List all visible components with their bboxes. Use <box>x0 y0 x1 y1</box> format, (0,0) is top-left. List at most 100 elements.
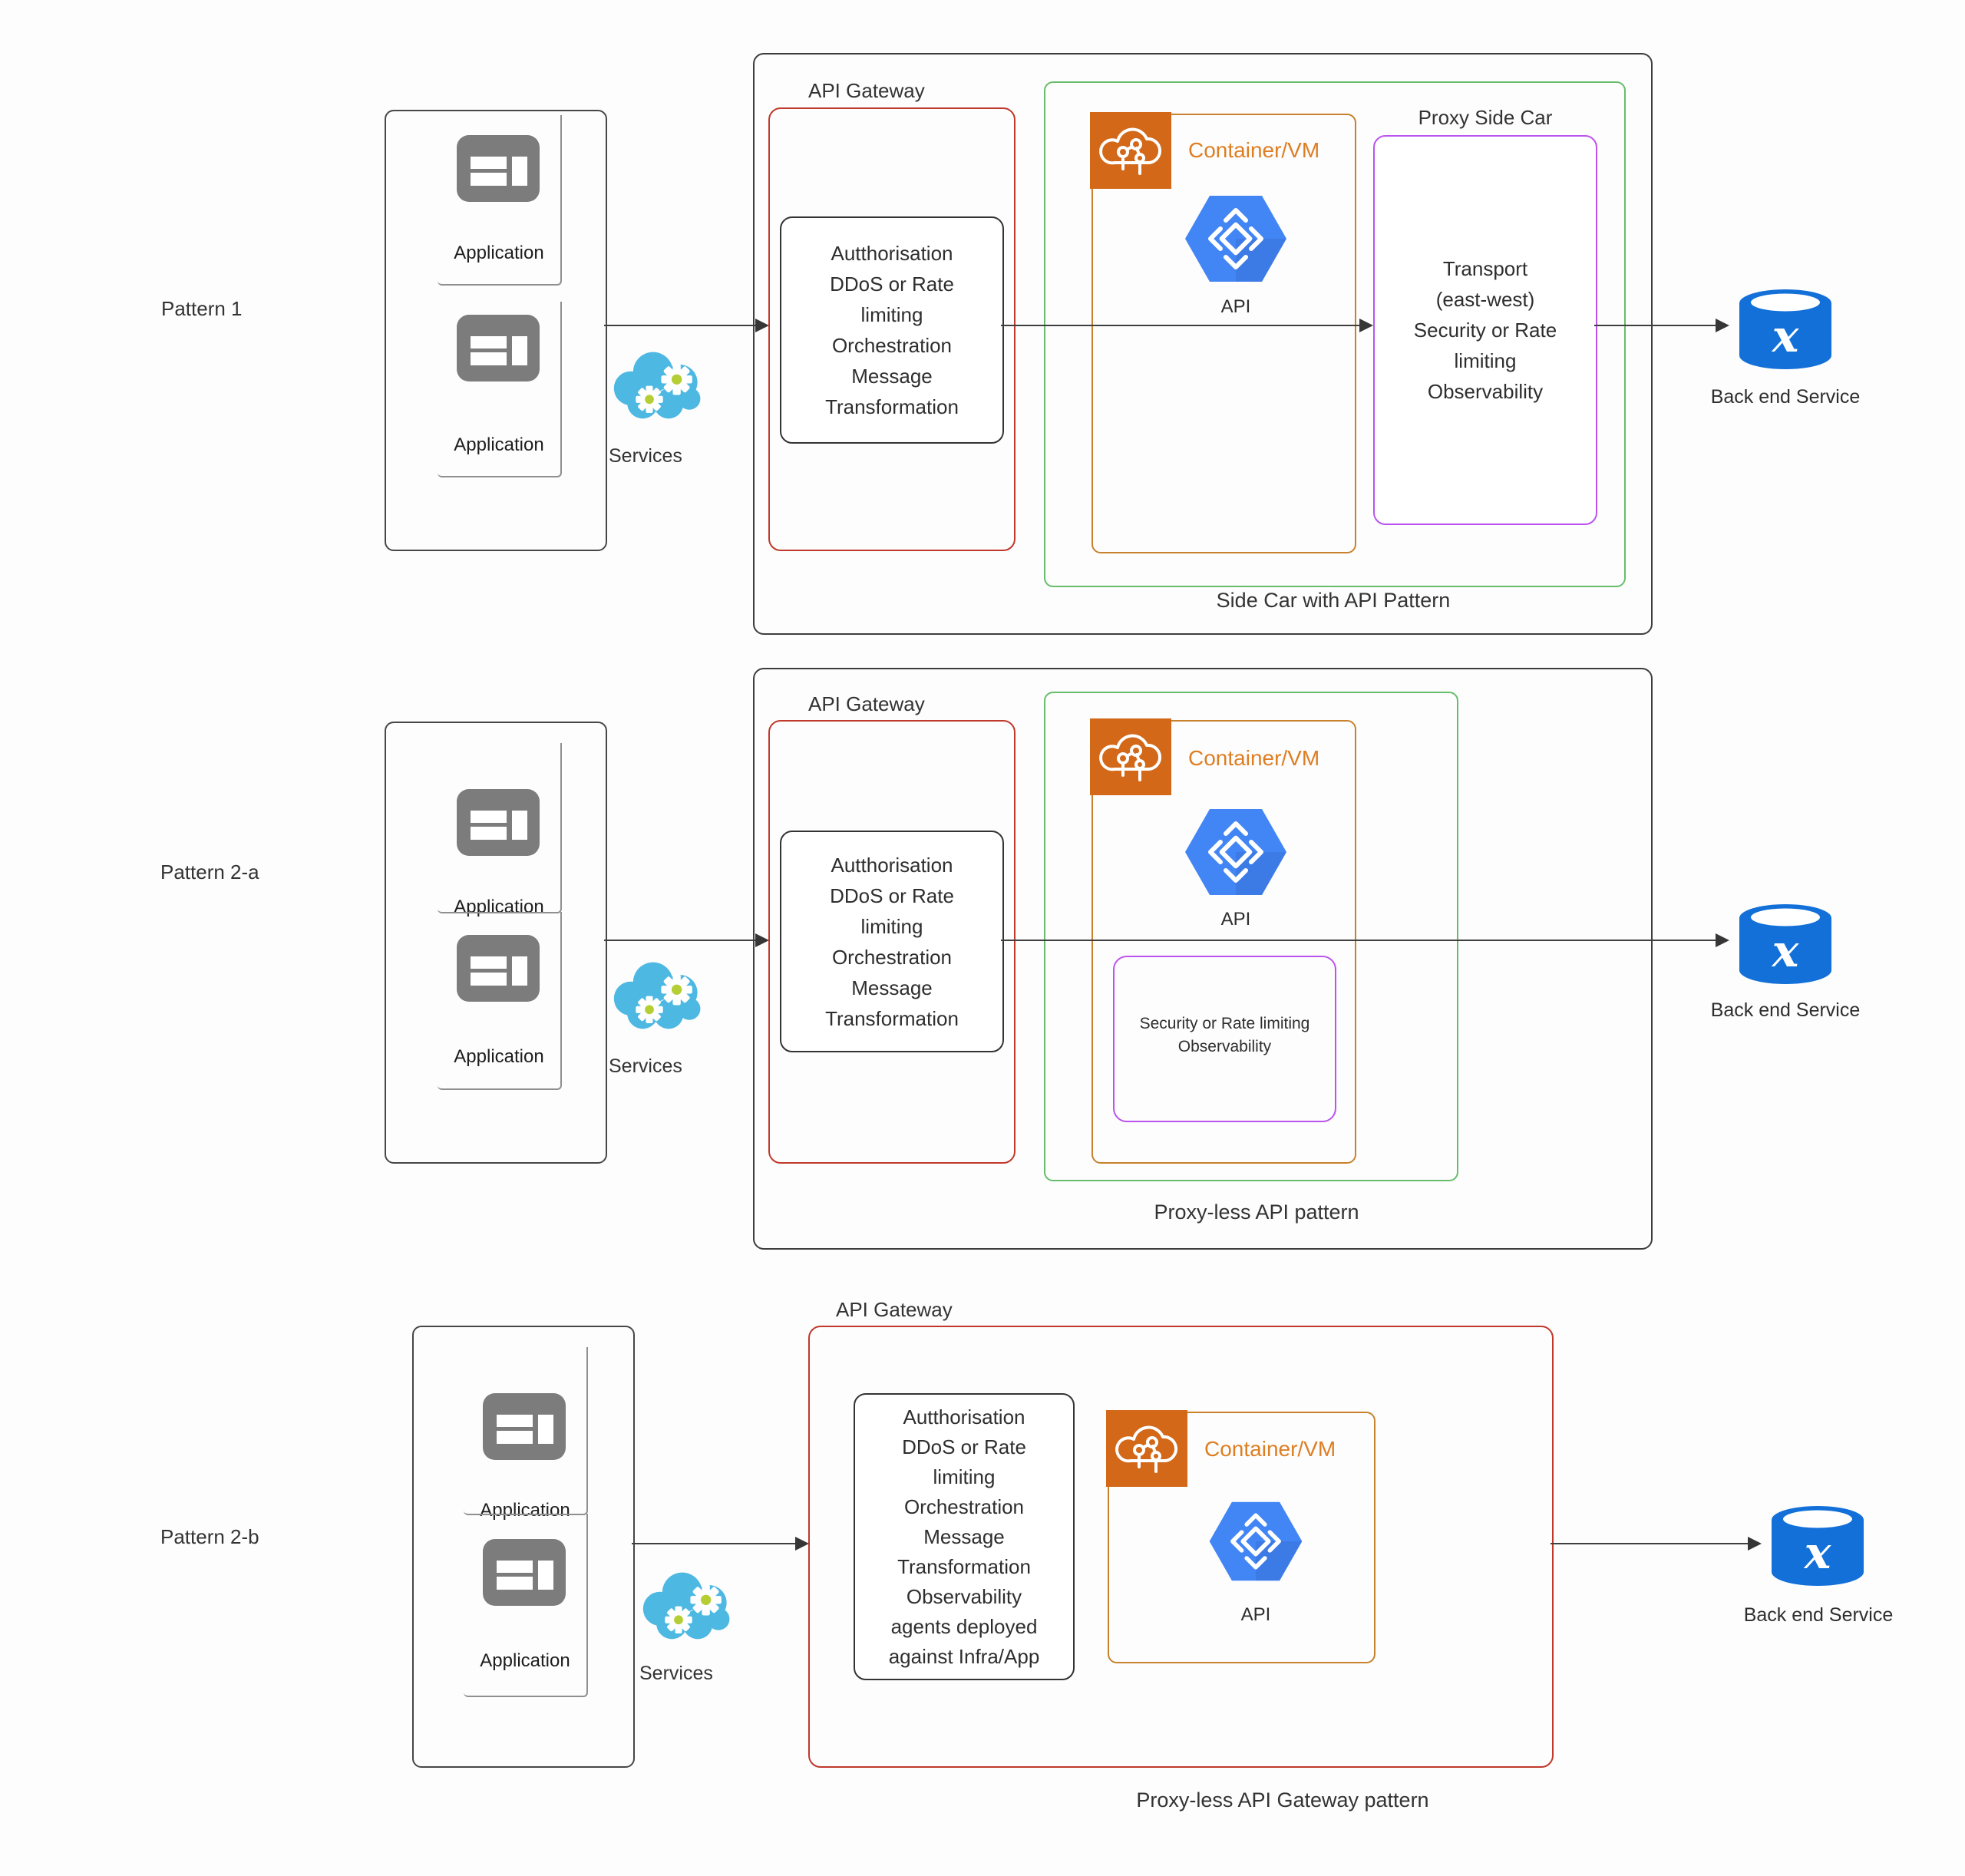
gateway-function-line: Autthorisation <box>831 853 953 877</box>
api-label: API <box>1240 1604 1271 1625</box>
application-card <box>438 912 562 1090</box>
application-label: Application <box>480 1500 570 1521</box>
gateway-function-line: Orchestration <box>903 1495 1025 1518</box>
arrow-line <box>1551 1543 1749 1544</box>
api-gateway-box <box>808 1326 1554 1768</box>
pattern-label: Pattern 2-b <box>160 1525 259 1548</box>
container-vm-label: Container/VM <box>1188 138 1320 162</box>
container-vm-box <box>1091 720 1356 1164</box>
application-group <box>385 722 607 1164</box>
gateway-function-line: Autthorisation <box>831 242 953 265</box>
gateway-function-line: DDoS or Rate <box>830 272 954 296</box>
arrow-head <box>1716 319 1729 332</box>
gateway-functions-box: Autthorisation DDoS or Rate limiting Orc… <box>780 831 1004 1052</box>
arrow-head <box>1716 933 1729 947</box>
gateway-function-line: Orchestration <box>831 945 953 969</box>
gateway-function-line: DDoS or Rate <box>902 1435 1026 1458</box>
arrow-line <box>1594 325 1717 326</box>
gateway-function-line: limiting <box>933 1465 996 1488</box>
application-card <box>438 302 562 477</box>
backend-service-label: Back end Service <box>1710 386 1861 408</box>
pattern2a-outer-box <box>753 668 1653 1250</box>
gateway-function-line: Transformation <box>825 1006 959 1030</box>
container-group-box <box>1044 692 1458 1181</box>
proxy-side-car-label: Proxy Side Car <box>1418 106 1553 129</box>
container-vm-box <box>1108 1412 1376 1663</box>
security-box-line: Observability <box>1177 1038 1272 1055</box>
application-label: Application <box>454 897 544 917</box>
gateway-function-line: Message <box>851 976 933 999</box>
api-hexagon-icon <box>1182 802 1290 902</box>
application-icon <box>483 1393 566 1460</box>
container-vm-icon <box>1090 112 1171 189</box>
api-gateway-label: API Gateway <box>808 692 925 715</box>
gateway-function-line: Message <box>923 1524 1005 1548</box>
backend-service-label: Back end Service <box>1743 1604 1894 1626</box>
pattern2a-caption: Proxy-less API pattern <box>1154 1201 1359 1224</box>
container-vm-box <box>1091 114 1356 553</box>
backend-database-icon <box>1729 283 1841 378</box>
arrow-head <box>795 1537 809 1551</box>
services-label: Services <box>609 445 682 467</box>
application-label: Application <box>454 243 544 263</box>
application-icon <box>483 1539 566 1606</box>
application-card <box>464 1347 588 1515</box>
arrow-head <box>755 319 769 332</box>
gateway-function-line: limiting <box>860 914 923 938</box>
container-vm-icon <box>1106 1410 1187 1487</box>
api-label: API <box>1220 909 1251 930</box>
arrow-line <box>1001 325 1361 326</box>
arrow-line <box>1001 940 1717 941</box>
api-gateway-box <box>768 107 1016 551</box>
pattern-label: Pattern 1 <box>161 297 243 320</box>
arrow-head <box>755 933 769 947</box>
services-cloud-icon <box>603 956 715 1035</box>
pattern-label: Pattern 2-a <box>160 860 259 884</box>
application-label: Application <box>454 1046 544 1067</box>
gateway-functions-box: Autthorisation DDoS or Rate limiting Orc… <box>780 216 1004 444</box>
arrow-line <box>604 325 758 326</box>
gateway-function-line: limiting <box>860 303 923 326</box>
api-label: API <box>1220 296 1251 317</box>
security-observability-box: Security or Rate limiting Observability <box>1113 956 1336 1122</box>
services-label: Services <box>609 1055 682 1077</box>
arrow-line <box>604 940 758 941</box>
application-card <box>438 115 562 286</box>
arrow-head <box>1359 319 1373 332</box>
api-hexagon-icon <box>1207 1496 1305 1587</box>
services-cloud-icon <box>632 1566 745 1646</box>
gateway-function-line: Observability <box>906 1584 1022 1608</box>
gateway-function-line: DDoS or Rate <box>830 884 954 907</box>
backend-database-icon <box>1762 1500 1874 1595</box>
application-group <box>385 110 607 551</box>
application-card <box>464 1514 588 1697</box>
arrow-head <box>1748 1537 1762 1551</box>
services-cloud-icon <box>603 345 715 425</box>
gateway-function-line: Transformation <box>897 1554 1031 1578</box>
sidecar-function-line: Observability <box>1427 380 1544 403</box>
sidecar-function-line: (east-west) <box>1435 288 1535 311</box>
gateway-function-line: Message <box>851 365 933 388</box>
sidecar-function-line: Security or Rate <box>1413 319 1557 342</box>
application-card <box>438 743 562 913</box>
container-vm-label: Container/VM <box>1188 746 1320 770</box>
container-vm-icon <box>1090 718 1171 795</box>
gateway-function-line: Autthorisation <box>903 1405 1025 1428</box>
application-icon <box>457 135 540 202</box>
gateway-function-line: agents deployed <box>890 1614 1038 1638</box>
sidecar-function-line: limiting <box>1454 349 1517 372</box>
application-label: Application <box>480 1650 570 1671</box>
application-icon <box>457 789 540 856</box>
api-gateway-label: API Gateway <box>808 79 925 102</box>
gateway-function-line: Orchestration <box>831 334 953 357</box>
security-box-line: Security or Rate limiting <box>1139 1015 1310 1032</box>
api-gateway-box <box>768 720 1016 1164</box>
services-label: Services <box>639 1663 713 1684</box>
pattern1-outer-box <box>753 53 1653 635</box>
application-icon <box>457 315 540 381</box>
gateway-function-line: against Infra/App <box>888 1644 1040 1668</box>
gateway-function-line: Transformation <box>825 395 959 418</box>
application-group <box>412 1326 635 1768</box>
container-vm-label: Container/VM <box>1204 1437 1336 1461</box>
